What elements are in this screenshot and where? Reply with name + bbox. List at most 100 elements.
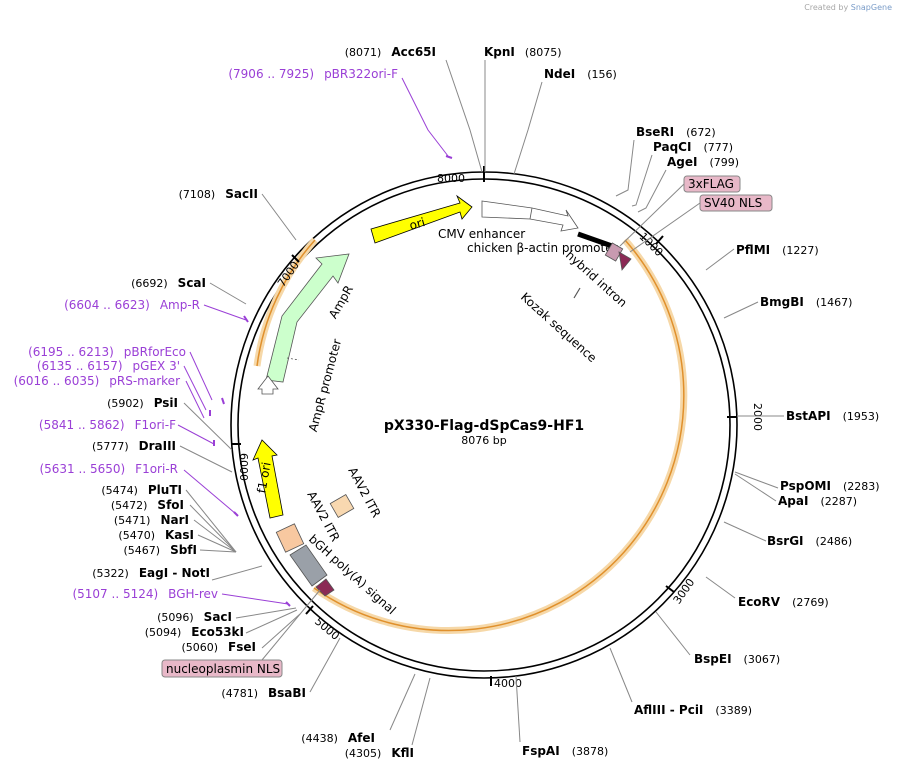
aav2-itr-top-block: [329, 494, 355, 518]
snapgene-logo: SnapGene: [850, 3, 892, 12]
nucleoplasmin-label-box: [161, 659, 283, 678]
pspomi-leader: [734, 471, 779, 489]
site-kfli: (4305)KflI: [345, 746, 414, 760]
credit-label: Created by SnapGene: [804, 3, 892, 12]
primer-bgh-rev: (5107 .. 5124)BGH-rev: [72, 587, 218, 601]
cba-promoter-label: chicken β-actin promoter: [467, 241, 618, 255]
psii-leader: [183, 402, 233, 451]
ecorv-leader: [705, 576, 736, 599]
flag-leader: [619, 183, 685, 247]
tick-2000-label: 2000: [751, 403, 764, 431]
primer-f1ori-r: (5631 .. 5650)F1ori-R: [39, 462, 178, 476]
nucleoplasmin-nls-block: [315, 578, 335, 597]
bmgbi-leader: [723, 301, 759, 319]
ampr-label: AmpR: [326, 283, 356, 321]
tick-4000-label: 4000: [494, 677, 522, 690]
interior-features: ori CMV enhancer chicken β-actin promote…: [252, 194, 632, 617]
site-bmgbi: BmgBI(1467): [760, 295, 852, 309]
pbr322ori-f-leader: [401, 77, 449, 157]
site-eco53ki: (5094)Eco53kI: [145, 625, 244, 639]
sv40-nls-block: [618, 251, 632, 271]
primer-amp-r: (6604 .. 6623)Amp-R: [64, 298, 200, 312]
pflmi-leader: [705, 248, 735, 271]
site-acc65i: (8071)Acc65I: [345, 45, 436, 59]
kasi-leader: [197, 534, 237, 553]
aav2-itr-bottom-block: [275, 523, 305, 553]
sbfi-leader: [199, 549, 237, 553]
site-scai: (6692)ScaI: [131, 276, 206, 290]
site-sfoi: (5472)SfoI: [111, 498, 184, 512]
amp-r-mark: [243, 315, 249, 323]
afliii-leader: [609, 647, 633, 703]
ndei-leader: [513, 81, 543, 175]
acc65i-leader: [445, 59, 483, 173]
draiii-leader: [179, 445, 233, 473]
f1ori-r-mark: [233, 511, 239, 517]
ampr-highlight-line: [256, 239, 316, 367]
site-labels-right: KpnI(8075) NdeI(156) BseRI(672) PaqCI(77…: [484, 45, 880, 758]
site-pspomi: PspOMI(2283): [780, 479, 880, 493]
agei-leader: [637, 169, 667, 213]
site-kasi: (5470)KasI: [118, 528, 194, 542]
tick-6000-label: 6000: [237, 453, 250, 481]
sv40-leader: [629, 202, 701, 253]
apai-leader: [734, 473, 777, 502]
aav2-itr-top-label: AAV2 ITR: [345, 465, 383, 520]
primer-labels: (7906 .. 7925)pBR322ori-F (6604 .. 6623)…: [14, 67, 399, 601]
site-kpni: KpnI(8075): [484, 45, 561, 59]
site-nari: (5471)NarI: [114, 513, 189, 527]
eco53ki-leader: [245, 609, 298, 634]
site-eagi-noti: (5322)EagI - NotI: [92, 566, 210, 580]
bgh-polya-block: [289, 544, 328, 587]
sv40-label: SV40 NLS: [704, 196, 762, 210]
flag-label: 3xFLAG: [688, 177, 734, 191]
hybrid-intron-bar: [577, 231, 613, 249]
pbr322ori-f-mark: [445, 155, 453, 159]
site-sbfi: (5467)SbfI: [124, 543, 198, 557]
saci-leader: [235, 607, 297, 619]
bsrgi-leader: [723, 521, 767, 542]
site-pluti: (5474)PluTI: [101, 483, 182, 497]
fsei-leader: [261, 613, 301, 649]
site-afei: (4438)AfeI: [301, 731, 375, 745]
site-bstapi: BstAPI(1953): [786, 409, 879, 423]
site-bsrgi: BsrGI(2486): [767, 534, 852, 548]
scai-leader: [209, 282, 247, 305]
site-leader-lines: [177, 59, 784, 746]
nucleoplasmin-label: nucleoplasmin NLS: [166, 662, 280, 676]
ori-label: ori: [408, 215, 427, 233]
primer-pbr322ori-f: (7906 .. 7925)pBR322ori-F: [228, 67, 398, 81]
site-bspei: BspEI(3067): [694, 652, 780, 666]
tick-8000-label: 8000: [437, 172, 465, 185]
plasmid-size: 8076 bp: [461, 434, 506, 447]
primer-pbrforeco: (6195 .. 6213)pBRforEco: [28, 345, 186, 359]
f1ori-arrow: [252, 439, 284, 519]
tick-3000-mark: [665, 585, 675, 593]
pbrforeco-leader: [189, 351, 213, 401]
amp-r-leader: [203, 304, 247, 321]
primer-f1ori-f: (5841 .. 5862)F1ori-F: [39, 418, 176, 432]
site-bsabi: (4781)BsaBI: [221, 686, 306, 700]
site-bseri: BseRI(672): [636, 125, 716, 139]
bgh-rev-mark: [285, 601, 291, 607]
site-draiii: (5777)DraIII: [92, 439, 176, 453]
site-afliii-pcii: AflIII - PciI(3389): [634, 703, 752, 717]
site-paqci: PaqCI(777): [653, 140, 733, 154]
tick-1000-mark: [655, 235, 664, 245]
site-labels-left: (8071)Acc65I (4305)KflI (4438)AfeI (4781…: [92, 45, 436, 760]
kfli-leader: [411, 677, 431, 746]
cmv-cba-divider: [529, 207, 533, 220]
f1ori-f-leader: [177, 424, 215, 445]
ori-arrow: [370, 194, 473, 244]
site-apai: ApaI(2287): [778, 494, 857, 508]
site-fsei: (5060)FseI: [181, 640, 256, 654]
credit-prefix: Created by: [804, 3, 849, 12]
ampr-arrow-divider: [286, 357, 300, 361]
site-psii: (5902)PsiI: [107, 396, 178, 410]
f1ori-label: f1 ori: [254, 461, 273, 494]
f1ori-r-leader: [183, 469, 237, 515]
boxed-feature-labels: 3xFLAG SV40 NLS nucleoplasmin NLS: [161, 175, 773, 678]
ampr-arrow: [265, 253, 350, 383]
bseri-leader: [615, 139, 635, 197]
cas9-highlight-line: [313, 239, 685, 632]
